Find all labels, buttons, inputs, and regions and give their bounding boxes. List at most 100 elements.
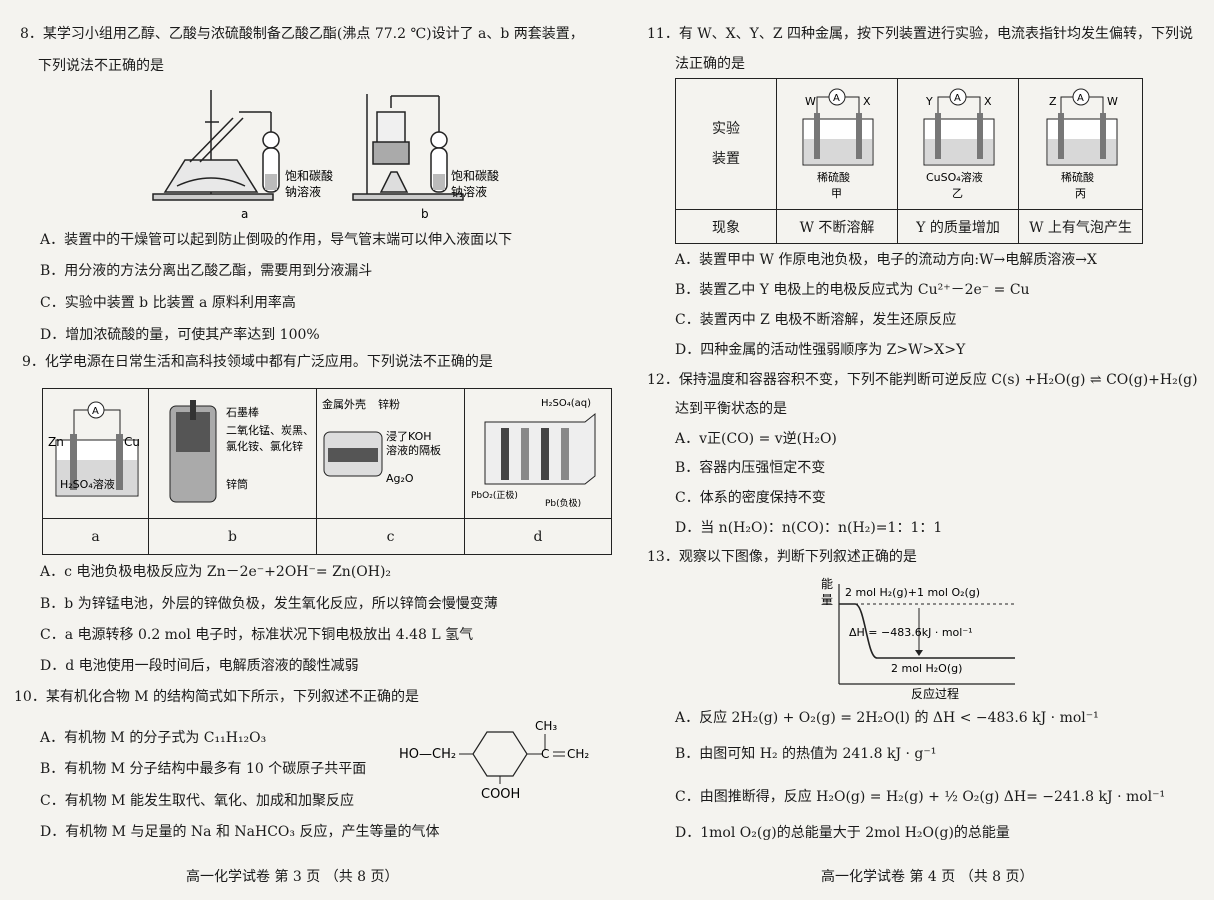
label-zinc-can: 锌筒 [226,477,248,491]
label-yi: 乙 [952,187,963,200]
caption-cell-c: c [316,518,465,555]
label-jia: 甲 [831,187,842,200]
q10-structure: HO—CH₂ CH₃ C CH₂ COOH [399,719,589,802]
cell-yi-diagram: A Y X CuSO₄溶液 乙 [923,88,995,200]
struct-carbon: C [541,747,549,761]
apparatus-a [152,90,280,201]
struct-cooh: COOH [481,787,520,802]
q11-stem-line1: 11．有 W、X、Y、Z 四种金属，按下列装置进行实验，电流表指针均发生偏转，下… [647,26,1194,42]
label-mno2: 二氧化锰、炭黑、 [226,423,314,437]
label-nh4cl: 氯化铵、氯化锌 [226,439,303,453]
label-ag2o: Ag₂O [386,472,414,485]
q9-stem: 9．化学电源在日常生活和高科技领域中都有广泛应用。下列说法不正确的是 [22,354,493,370]
q11-option-a: A．装置甲中 W 作原电池负极，电子的流动方向:W→电解质溶液→X [675,252,1097,268]
caption-cell-b: b [148,518,317,555]
solution-bing: 稀硫酸 [1061,170,1094,184]
zn-label: Zn [48,435,64,449]
q9-cells-table: A Zn Cu H₂SO₄溶液 石墨棒 二氧化锰、炭黑、 [42,388,612,555]
q9-option-b: B．b 为锌锰电池，外层的锌做负极，发生氧化反应，所以锌筒会慢慢变薄 [40,596,498,612]
q12-option-c: C．体系的密度保持不变 [675,490,826,506]
q13-energy-diagram: 能 量 2 mol H₂(g)+1 mol O₂(g) ΔH = −483.6k… [821,577,1015,700]
q9-option-a: A．c 电池负极电极反应为 Zn－2e⁻+2OH⁻= Zn(OH)₂ [40,564,392,580]
q10-option-a: A．有机物 M 的分子式为 C₁₁H₁₂O₃ [40,730,267,746]
q11-option-b: B．装置乙中 Y 电极上的电极反应式为 Cu²⁺－2e⁻ = Cu [675,282,1030,298]
q13-option-a: A．反应 2H₂(g) + O₂(g) = 2H₂O(l) 的 ΔH < −48… [675,710,1099,726]
cell-c-diagram: 金属外壳 锌粉 浸了KOH 溶液的隔板 Ag₂O [322,397,441,485]
apparatus-b [352,94,464,201]
cell-jia-figure: A W X 稀硫酸 甲 [776,78,898,210]
struct-ch3: CH₃ [535,719,557,733]
label-h2so4-aq: H₂SO₄(aq) [541,398,591,409]
q13-option-b: B．由图可知 H₂ 的热值为 241.8 kJ · g⁻¹ [675,746,937,762]
cell-c-figure: 金属外壳 锌粉 浸了KOH 溶液的隔板 Ag₂O [316,388,465,519]
footer-page-4: 高一化学试卷 第 4 页 （共 8 页） [821,869,1034,885]
caption-b: b [421,207,429,221]
electrode-bing-right: W [1107,95,1118,108]
struct-ho-ch2: HO—CH₂ [399,747,456,762]
caption-cell-d: d [464,518,612,555]
electrode-yi-left: Y [925,95,933,108]
cell-yi-figure: A Y X CuSO₄溶液 乙 [897,78,1019,210]
label-separator: 溶液的隔板 [386,443,441,457]
x-axis-label: 反应过程 [911,686,959,700]
top-level-label: 2 mol H₂(g)+1 mol O₂(g) [845,586,980,599]
label-pb: Pb(负极) [545,497,581,509]
row-header-line2: 装置 [712,151,740,167]
phenomenon-jia: W 不断溶解 [776,209,898,244]
q13-option-d: D．1mol O₂(g)的总能量大于 2mol H₂O(g)的总能量 [675,825,1010,841]
cell-jia-diagram: A W X 稀硫酸 甲 [802,88,874,200]
label-metal-shell: 金属外壳 [322,397,366,411]
row-header-phenomenon: 现象 [675,209,777,244]
q13-stem: 13．观察以下图像，判断下列叙述正确的是 [647,549,917,565]
q13-option-c: C．由图推断得，反应 H₂O(g) = H₂(g) + ½ O₂(g) ΔH= … [675,789,1166,805]
q8-apparatus-figure: 饱和碳酸 钠溶液 a 饱和碳酸 钠溶液 b [152,90,499,221]
ammeter-yi: A [954,93,961,104]
q8-stem-line1: 8．某学习小组用乙醇、乙酸与浓硫酸制备乙酸乙酯(沸点 77.2 ℃)设计了 a、… [20,26,584,42]
struct-ch2: CH₂ [567,747,589,761]
caption-a: a [241,207,248,221]
electrode-jia-right: X [863,95,871,108]
label-bing: 丙 [1075,187,1086,200]
phenomenon-yi: Y 的质量增加 [897,209,1019,244]
row-header-apparatus: 实验 装置 [675,78,777,210]
q12-option-b: B．容器内压强恒定不变 [675,460,826,476]
q11-option-d: D．四种金属的活动性强弱顺序为 Z>W>X>Y [675,342,966,358]
q12-option-a: A．v正(CO) = v逆(H₂O) [675,431,837,447]
q9-option-d: D．d 电池使用一段时间后，电解质溶液的酸性减弱 [40,658,359,674]
q11-option-c: C．装置丙中 Z 电极不断溶解，发生还原反应 [675,312,957,328]
ammeter-jia: A [833,93,840,104]
electrode-jia-left: W [805,95,816,108]
q10-option-c: C．有机物 M 能发生取代、氧化、加成和加聚反应 [40,793,354,809]
y-axis-label-2: 量 [821,593,833,607]
q8-option-a: A．装置中的干燥管可以起到防止倒吸的作用，导气管末端可以伸入液面以下 [40,232,513,248]
cell-b-diagram: 石墨棒 二氧化锰、炭黑、 氯化铵、氯化锌 锌筒 [169,399,314,502]
ammeter-bing: A [1077,93,1084,104]
label-solution-a-1: 饱和碳酸 [285,168,333,183]
q12-stem-line1: 12．保持温度和容器容积不变，下列不能判断可逆反应 C(s) +H₂O(g) ⇌… [647,372,1198,388]
delta-h-label: ΔH = −483.6kJ · mol⁻¹ [849,626,973,639]
q10-option-d: D．有机物 M 与足量的 Na 和 NaHCO₃ 反应，产生等量的气体 [40,824,440,840]
electrode-yi-right: X [984,95,992,108]
footer-page-3: 高一化学试卷 第 3 页 （共 8 页） [186,869,399,885]
electrolyte-label: H₂SO₄溶液 [60,477,115,491]
label-graphite-rod: 石墨棒 [226,405,259,419]
cell-a-figure: A Zn Cu H₂SO₄溶液 [42,388,149,519]
cell-d-diagram: H₂SO₄(aq) PbO₂(正极) Pb(负极) [471,398,596,509]
solution-jia: 稀硫酸 [817,170,850,184]
label-zinc-powder: 锌粉 [378,397,400,411]
ammeter-label: A [92,406,99,417]
q8-stem-line2: 下列说法不正确的是 [38,58,164,74]
cell-bing-diagram: A Z W 稀硫酸 丙 [1046,88,1118,200]
q10-option-b: B．有机物 M 分子结构中最多有 10 个碳原子共平面 [40,761,367,777]
label-solution-b-1: 饱和碳酸 [451,168,499,183]
q11-experiment-table: 实验 装置 A W X 稀硫酸 甲 [675,78,1143,244]
q8-option-b: B．用分液的方法分离出乙酸乙酯，需要用到分液漏斗 [40,263,373,279]
q12-stem-line2: 达到平衡状态的是 [675,401,787,417]
label-solution-b-2: 钠溶液 [451,184,487,199]
cell-a-diagram: A Zn Cu H₂SO₄溶液 [48,401,139,496]
q8-option-d: D．增加浓硫酸的量，可使其产率达到 100% [40,327,320,343]
q9-option-c: C．a 电源转移 0.2 mol 电子时，标准状况下铜电极放出 4.48 L 氢… [40,627,474,643]
solution-yi: CuSO₄溶液 [926,170,983,184]
y-axis-label-1: 能 [821,577,833,591]
bottom-level-label: 2 mol H₂O(g) [891,662,962,675]
